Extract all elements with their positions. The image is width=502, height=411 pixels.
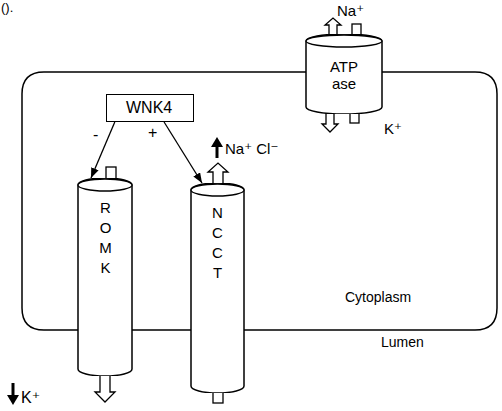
- hollow-arrow: [322, 111, 338, 132]
- increase-arrow-head: [211, 137, 223, 147]
- cylinder-top: [191, 184, 244, 196]
- node-label: ROMK: [98, 198, 113, 278]
- cylinder-top: [78, 179, 132, 191]
- inhibition-arrow: [91, 122, 115, 178]
- ion-label: K⁺: [384, 120, 402, 138]
- node-label: NCCT: [210, 203, 225, 283]
- hollow-arrow: [325, 18, 341, 36]
- edge-sign: -: [93, 126, 98, 144]
- region-label: Cytoplasm: [345, 289, 411, 305]
- channel-cylinder: NCCT: [190, 183, 245, 393]
- decrease-arrow-head: [7, 395, 19, 405]
- ion-label: Na⁺: [337, 2, 364, 20]
- cylinder-body: [191, 183, 244, 393]
- channel-cylinder: ROMK: [77, 178, 133, 376]
- activation-arrow: [164, 122, 202, 183]
- ion-label: Na⁺ Cl⁻: [225, 140, 278, 158]
- ion-label: K⁺: [21, 388, 40, 407]
- edge-sign: +: [148, 124, 157, 142]
- kinase-box: WNK4: [106, 94, 194, 122]
- decrease-arrow: [12, 383, 15, 397]
- hollow-arrow: [95, 374, 115, 402]
- figure-fragment: ().: [1, 0, 13, 15]
- cylinder-body: [306, 34, 382, 114]
- node-label: ATP ase: [323, 58, 365, 92]
- region-label: Lumen: [381, 334, 424, 350]
- cylinder-body: [78, 178, 132, 376]
- pump-cylinder: ATP ase: [305, 34, 383, 114]
- cylinder-top: [306, 35, 382, 47]
- node-label: WNK4: [126, 99, 172, 117]
